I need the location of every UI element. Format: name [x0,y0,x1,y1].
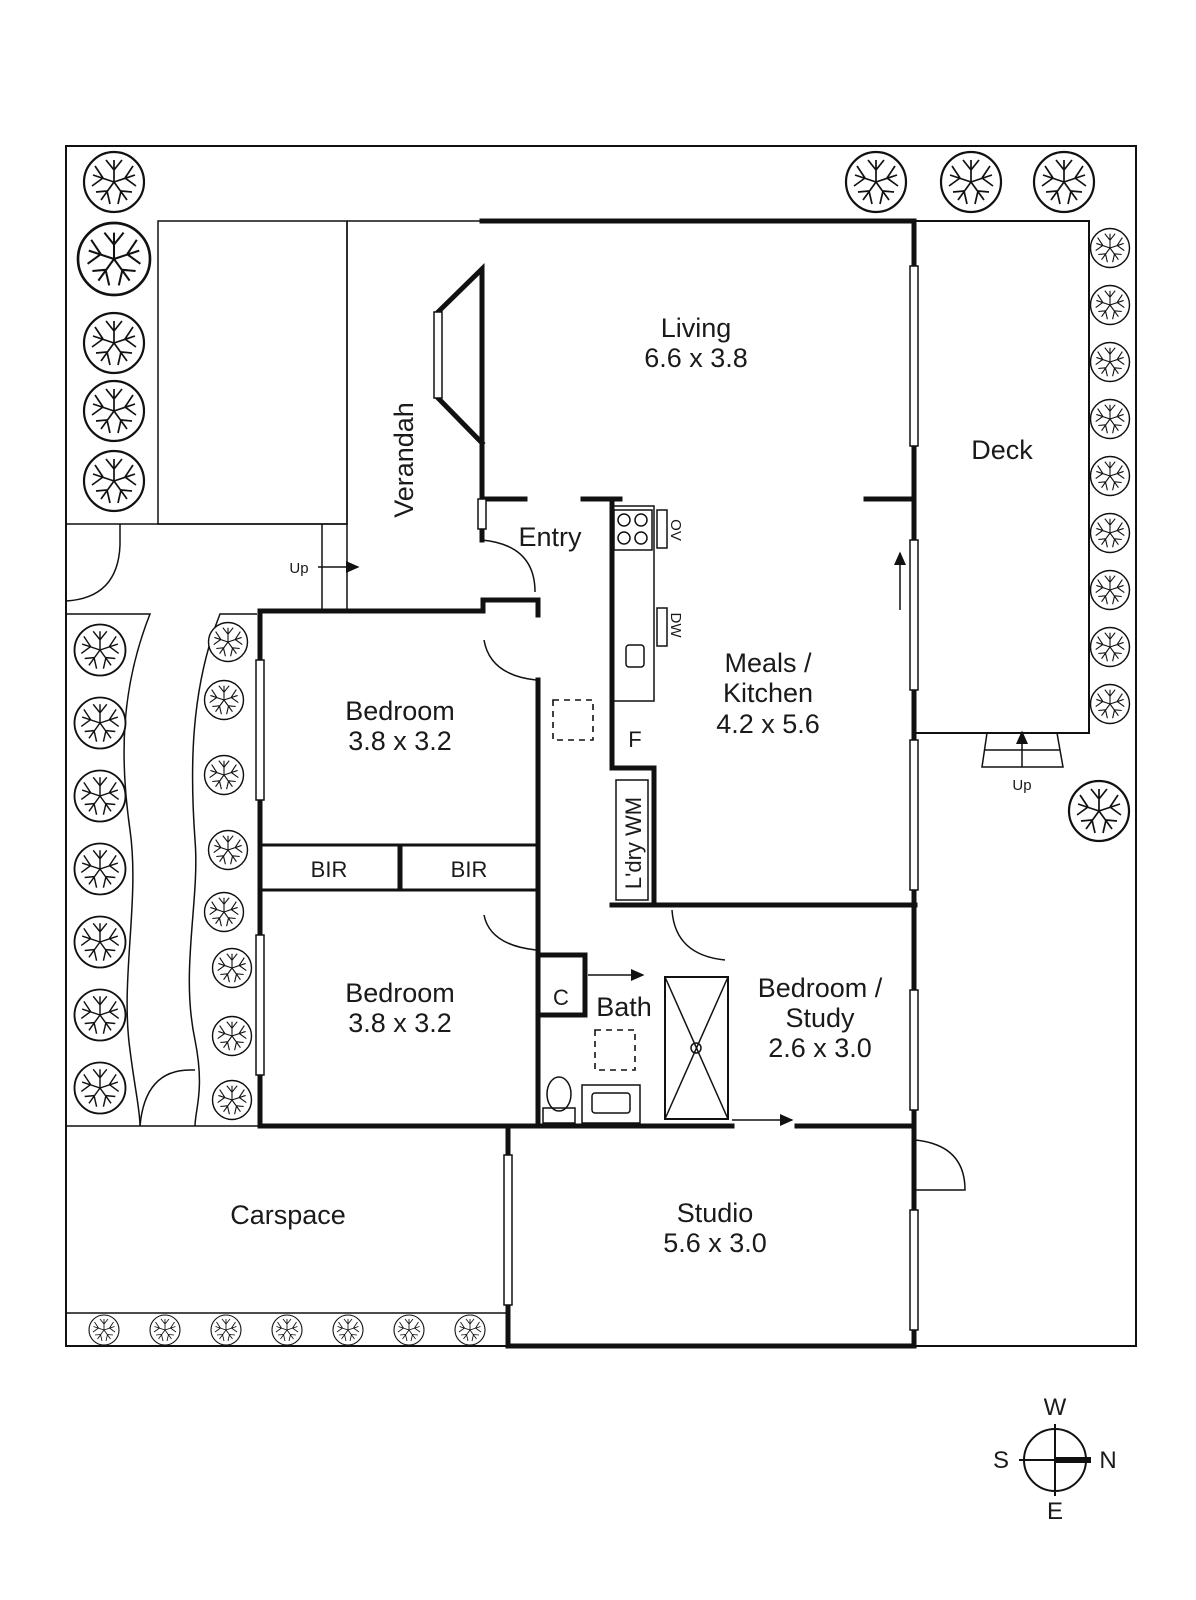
yard-lines [65,220,508,1314]
compass-w: W [1044,1394,1067,1421]
bedroom-study-size: 2.6 x 3.0 [768,1033,872,1063]
fridge-label: F [628,727,641,752]
bedroom-study-label-2: Study [785,1003,855,1033]
garden-path [66,613,257,1127]
up-label-verandah: Up [289,560,308,577]
studio-label: Studio [677,1198,754,1228]
kitchen-bench [611,505,668,702]
trees [73,150,1131,1346]
bedroom-1-size: 3.8 x 3.2 [348,726,452,756]
bath-label: Bath [596,992,652,1022]
deck-label: Deck [971,435,1033,465]
cupboard-label: C [553,985,569,1010]
oven-label: OV [667,519,684,541]
verandah-label: Verandah [389,402,419,518]
bir-1-label: BIR [311,857,348,882]
dishwasher-label: DW [667,613,684,639]
windows [255,265,919,1331]
meals-label: Meals / [724,648,812,678]
site-boundary [65,145,1137,1347]
bir-walls [258,843,540,892]
studio-size: 5.6 x 3.0 [663,1228,767,1258]
entry-label: Entry [518,522,582,552]
bedroom-2-size: 3.8 x 3.2 [348,1008,452,1038]
meals-size: 4.2 x 5.6 [716,709,820,739]
deck [914,220,1090,734]
bedroom-1-label: Bedroom [345,696,455,726]
up-label-deck: Up [1012,777,1031,794]
compass: W S N E [993,1394,1117,1525]
deck-steps [981,730,1064,768]
bir-2-label: BIR [451,857,488,882]
living-size: 6.6 x 3.8 [644,343,748,373]
room-labels: Living 6.6 x 3.8 Deck Verandah Entry Mea… [230,313,1033,1258]
fridge-space [552,699,594,741]
compass-n: N [1099,1447,1116,1474]
compass-s: S [993,1447,1009,1474]
vanity-space [594,1029,636,1071]
compass-e: E [1047,1498,1063,1525]
carspace-label: Carspace [230,1200,346,1230]
laundry-label: L'dry WM [621,797,646,889]
bedroom-study-label-1: Bedroom / [758,973,883,1003]
walls [257,218,918,1349]
doors [318,539,966,1191]
bedroom-2-label: Bedroom [345,978,455,1008]
living-label: Living [661,313,732,343]
kitchen-label: Kitchen [723,678,813,708]
laundry-tub [615,779,649,901]
bath-fittings [542,976,729,1124]
